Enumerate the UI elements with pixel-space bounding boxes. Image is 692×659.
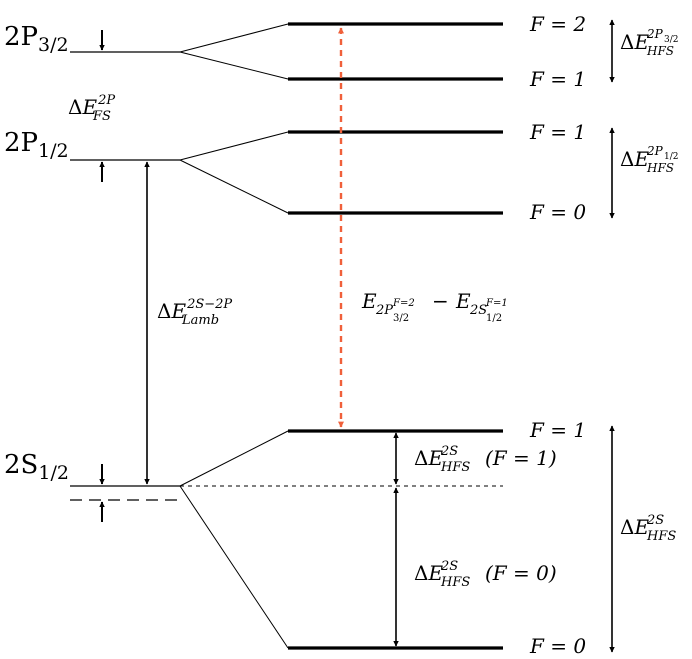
label-hfs-s-f0: ΔE 2S HFS (F = 0)	[414, 559, 557, 590]
svg-text:HFS: HFS	[440, 460, 470, 475]
label-hfs-s: ΔE 2S HFS	[620, 513, 676, 544]
label-fs-sub: FS	[92, 109, 111, 124]
svg-text:HFS: HFS	[646, 529, 676, 544]
label-2p32: 2P3/2	[4, 22, 69, 56]
svg-text:2S: 2S	[440, 559, 458, 574]
label-p32-f1: F = 1	[529, 67, 586, 91]
label-p12-f0: F = 0	[529, 200, 586, 224]
svg-text:ΔE: ΔE	[620, 147, 649, 171]
label-transition-energy: E 2P F=2 3/2 − E 2S F=1 1/2	[361, 289, 508, 324]
label-p12-f1: F = 1	[529, 120, 586, 144]
svg-text:3/2: 3/2	[664, 35, 678, 45]
svg-text:HFS: HFS	[440, 575, 470, 590]
label-p32-f2: F = 2	[529, 12, 586, 36]
svg-text:−: −	[432, 289, 449, 313]
svg-text:2P: 2P	[375, 303, 393, 318]
connector-p12-f1	[179, 131, 289, 161]
svg-text:F=1: F=1	[485, 298, 508, 309]
connector-s-f0	[179, 485, 289, 649]
label-2s12: 2S1/2	[4, 450, 69, 484]
svg-text:(F = 1): (F = 1)	[485, 446, 557, 470]
svg-text:ΔE: ΔE	[620, 30, 649, 54]
svg-text:1/2: 1/2	[664, 152, 678, 162]
svg-text:2P: 2P	[646, 27, 664, 41]
label-fs-splitting: ΔE2P	[68, 93, 115, 119]
svg-text:F=2: F=2	[392, 298, 415, 309]
label-s-f1: F = 1	[529, 418, 586, 442]
label-2p12: 2P1/2	[4, 128, 69, 162]
connector-p32-f1	[179, 51, 289, 80]
svg-text:ΔE: ΔE	[414, 561, 443, 585]
label-hfs-p32: ΔE 2P 3/2 HFS	[620, 27, 678, 58]
svg-text:(F = 0): (F = 0)	[485, 561, 557, 585]
svg-text:E: E	[455, 289, 471, 313]
label-s-f0: F = 0	[529, 634, 586, 658]
svg-text:2P: 2P	[646, 144, 664, 158]
connector-s-f1	[179, 430, 289, 487]
svg-text:ΔE: ΔE	[414, 446, 443, 470]
svg-text:E: E	[361, 289, 377, 313]
svg-text:3/2: 3/2	[393, 313, 409, 324]
label-lamb-sub: Lamb	[181, 313, 219, 328]
svg-text:ΔE: ΔE	[620, 515, 649, 539]
svg-text:2S: 2S	[646, 513, 664, 528]
label-lamb-shift: ΔE2S−2P	[157, 297, 232, 323]
svg-text:HFS: HFS	[646, 161, 674, 175]
connector-p12-f0	[179, 159, 289, 214]
label-hfs-s-f1: ΔE 2S HFS (F = 1)	[414, 444, 557, 475]
svg-text:2S: 2S	[440, 444, 458, 459]
label-hfs-p12: ΔE 2P 1/2 HFS	[620, 144, 678, 175]
svg-text:2S: 2S	[469, 303, 487, 318]
svg-text:1/2: 1/2	[486, 313, 502, 324]
connector-p32-f2	[179, 23, 289, 53]
svg-text:HFS: HFS	[646, 44, 674, 58]
